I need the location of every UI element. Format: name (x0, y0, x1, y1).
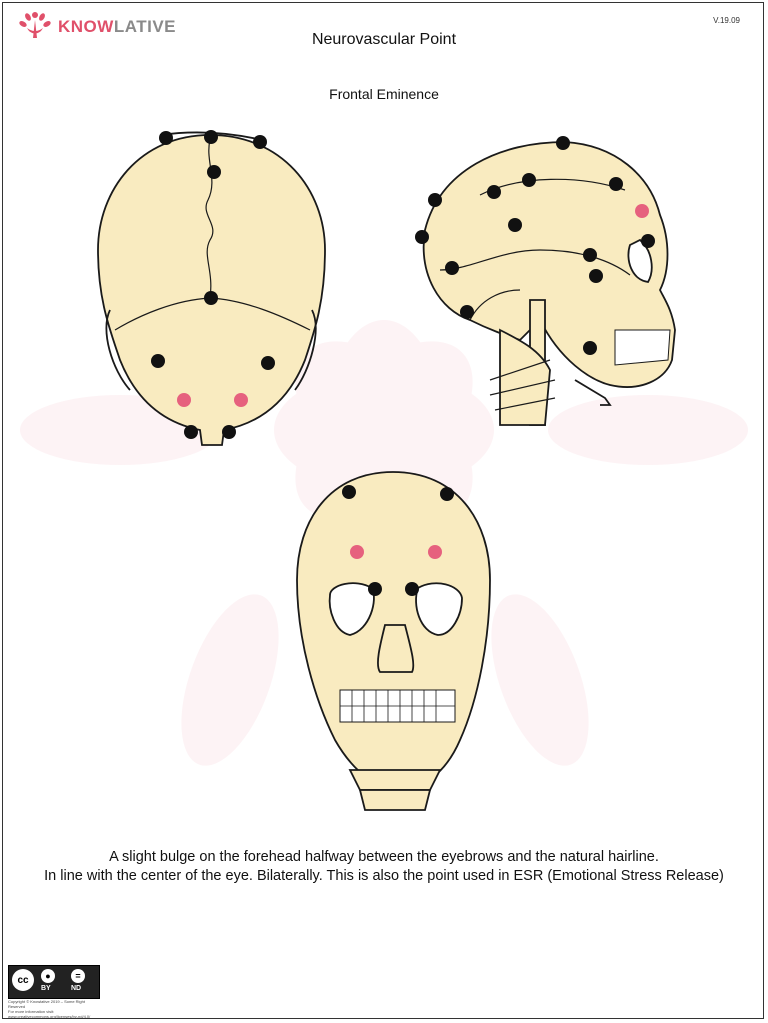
point-frontal-eminence (428, 545, 442, 559)
skull-side-view (422, 141, 676, 426)
equals-icon: = (71, 969, 85, 983)
version-label: V.19.09 (713, 16, 740, 25)
point-dark (405, 582, 419, 596)
point-dark (641, 234, 655, 248)
point-description: A slight bulge on the forehead halfway b… (0, 848, 768, 886)
brand-name: KNOWLATIVE (58, 17, 176, 37)
point-dark (583, 341, 597, 355)
point-dark (159, 131, 173, 145)
point-frontal-eminence (350, 545, 364, 559)
point-dark (151, 354, 165, 368)
logo-icon (19, 12, 51, 38)
point-dark (508, 218, 522, 232)
point-dark (445, 261, 459, 275)
license-nd: ND (71, 985, 82, 992)
point-dark (204, 291, 218, 305)
cc-icon: cc (12, 969, 34, 991)
brand-name-part-1: KNOW (58, 17, 114, 36)
point-dark (583, 248, 597, 262)
point-dark (261, 356, 275, 370)
license-by: BY (41, 985, 51, 992)
license-text: Copyright © Knowlative 2019 – Some Right… (8, 999, 98, 1019)
person-icon: ● (41, 969, 55, 983)
skull-top-view (97, 131, 326, 446)
point-dark (460, 305, 474, 319)
point-dark (522, 173, 536, 187)
point-dark (184, 425, 198, 439)
description-line-2: In line with the center of the eye. Bila… (44, 868, 724, 884)
point-dark (440, 487, 454, 501)
brand-logo: KNOWLATIVE (16, 8, 176, 46)
point-dark (415, 230, 429, 244)
point-dark (342, 485, 356, 499)
license-line-3: www.creativecommons.org/licenses/by-nd/4… (8, 1014, 91, 1019)
point-dark (368, 582, 382, 596)
license-badge: cc ● = BY ND (8, 965, 100, 999)
point-dark (487, 185, 501, 199)
description-line-1: A slight bulge on the forehead halfway b… (109, 849, 659, 865)
point-dark (428, 193, 442, 207)
point-name: Frontal Eminence (329, 86, 439, 102)
license-line-2: For more information visit: (8, 1009, 55, 1014)
point-dark (609, 177, 623, 191)
point-dark (207, 165, 221, 179)
point-dark (222, 425, 236, 439)
point-dark (556, 136, 570, 150)
point-dark (204, 130, 218, 144)
point-dark (589, 269, 603, 283)
brand-name-part-2: LATIVE (113, 17, 177, 36)
point-dark (253, 135, 267, 149)
point-frontal-eminence (635, 204, 649, 218)
neurovascular-points (151, 130, 655, 596)
point-frontal-eminence (177, 393, 191, 407)
page-title: Neurovascular Point (311, 31, 457, 48)
point-frontal-eminence (234, 393, 248, 407)
license-line-1: Copyright © Knowlative 2019 – Some Right… (8, 999, 85, 1009)
skull-front-view (296, 471, 491, 811)
